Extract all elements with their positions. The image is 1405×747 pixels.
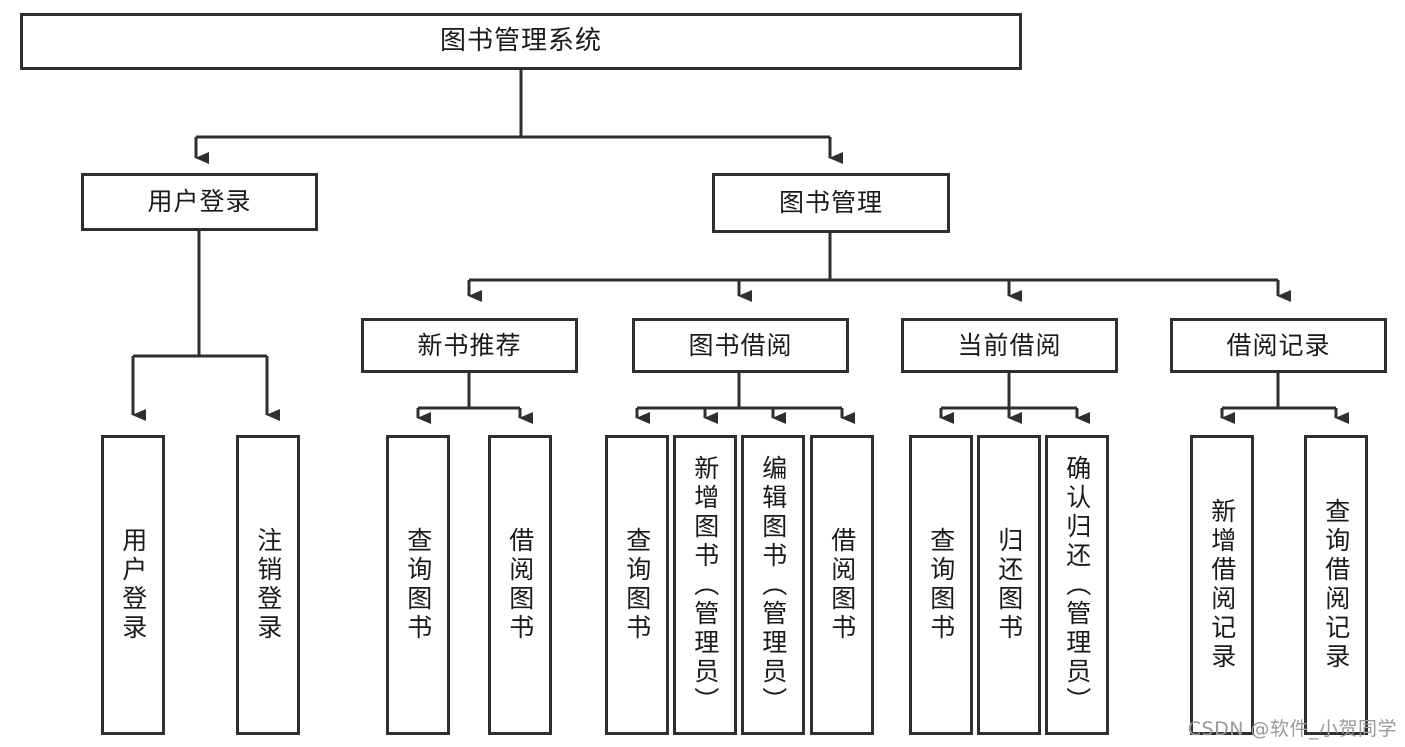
leaf-add-record[interactable]: 新增借阅记录	[1190, 435, 1254, 735]
leaf-query-book-1[interactable]: 查询图书	[386, 435, 450, 735]
leaf-confirm-return[interactable]: 确认归还（管理员）	[1045, 435, 1109, 735]
leaf-user-login-label: 用户登录	[118, 527, 148, 643]
leaf-query-book-2[interactable]: 查询图书	[605, 435, 669, 735]
leaf-borrow-book-1-label: 借阅图书	[505, 527, 535, 643]
leaf-user-login[interactable]: 用户登录	[101, 435, 165, 735]
leaf-borrow-book-2[interactable]: 借阅图书	[810, 435, 874, 735]
node-root-label: 图书管理系统	[439, 25, 602, 56]
leaf-return-book[interactable]: 归还图书	[977, 435, 1041, 735]
watermark: CSDN @软件_小贺同学	[1187, 718, 1397, 740]
node-user-login-label: 用户登录	[147, 187, 252, 216]
node-borrow-record[interactable]: 借阅记录	[1170, 318, 1387, 373]
leaf-add-book-label: 新增图书（管理员）	[690, 454, 720, 716]
leaf-query-book-2-label: 查询图书	[622, 527, 652, 643]
leaf-query-book-1-label: 查询图书	[403, 527, 433, 643]
leaf-return-book-label: 归还图书	[994, 527, 1024, 643]
leaf-confirm-return-label: 确认归还（管理员）	[1062, 454, 1092, 716]
leaf-edit-book[interactable]: 编辑图书（管理员）	[741, 435, 805, 735]
node-new-book-recommend-label: 新书推荐	[417, 330, 522, 360]
node-book-borrow[interactable]: 图书借阅	[632, 318, 849, 373]
node-current-borrow[interactable]: 当前借阅	[901, 318, 1118, 373]
leaf-borrow-book-2-label: 借阅图书	[827, 527, 857, 643]
leaf-add-record-label: 新增借阅记录	[1207, 498, 1237, 672]
leaf-edit-book-label: 编辑图书（管理员）	[758, 454, 788, 716]
node-user-login[interactable]: 用户登录	[81, 173, 318, 231]
leaf-borrow-book-1[interactable]: 借阅图书	[488, 435, 552, 735]
node-book-borrow-label: 图书借阅	[688, 330, 793, 360]
leaf-add-book[interactable]: 新增图书（管理员）	[673, 435, 737, 735]
node-new-book-recommend[interactable]: 新书推荐	[361, 318, 578, 373]
node-root[interactable]: 图书管理系统	[20, 13, 1022, 70]
leaf-query-book-3[interactable]: 查询图书	[909, 435, 973, 735]
node-book-management[interactable]: 图书管理	[712, 173, 950, 233]
node-borrow-record-label: 借阅记录	[1226, 330, 1331, 360]
leaf-query-record[interactable]: 查询借阅记录	[1304, 435, 1368, 735]
leaf-query-record-label: 查询借阅记录	[1321, 498, 1351, 672]
leaf-logout-label: 注销登录	[253, 527, 283, 643]
leaf-query-book-3-label: 查询图书	[926, 527, 956, 643]
leaf-logout[interactable]: 注销登录	[236, 435, 300, 735]
node-book-management-label: 图书管理	[778, 188, 883, 217]
node-current-borrow-label: 当前借阅	[957, 330, 1062, 360]
